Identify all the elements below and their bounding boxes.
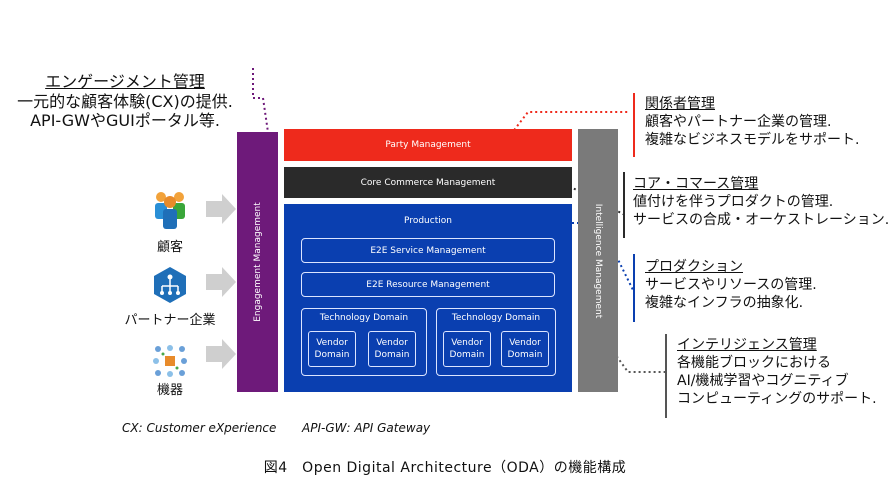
intelligence-annotation-line3: コンピューティングのサポート.: [677, 391, 877, 407]
core-annotation-line2: サービスの合成・オーケストレーション.: [633, 212, 890, 228]
engagement-management-bar: Engagement Management: [237, 132, 278, 392]
core-annotation-line1: 値付けを伴うプロダクトの管理.: [633, 194, 834, 210]
footnote-cx: CX: Customer eXperience: [122, 421, 277, 435]
core-annotation-marker: [623, 172, 625, 238]
core-annotation: コア・コマース管理 値付けを伴うプロダクトの管理. サービスの合成・オーケストレ…: [633, 175, 889, 229]
engagement-annotation-line2: API-GWやGUIポータル等.: [30, 111, 220, 130]
party-connector: [504, 111, 630, 143]
party-annotation-line1: 顧客やパートナー企業の管理.: [645, 114, 832, 130]
actor-label-customer: 顧客: [156, 240, 183, 255]
production-annotation-line2: 複雑なインフラの抽象化.: [645, 295, 804, 311]
intelligence-annotation-title: インテリジェンス管理: [677, 337, 817, 353]
arrow-partner: [206, 267, 236, 297]
arrow-devices: [206, 339, 236, 369]
technology-domain-2-title: Technology Domain: [451, 313, 541, 323]
vendor-domain-1: Vendor Domain: [308, 331, 356, 367]
party-annotation-title: 関係者管理: [645, 96, 715, 112]
core-annotation-title: コア・コマース管理: [633, 176, 759, 192]
actor-label-devices: 機器: [156, 383, 183, 398]
network-hexagon-icon: [154, 267, 186, 303]
actor-arrows: [206, 194, 236, 369]
arrow-customer: [206, 194, 236, 224]
production-annotation: プロダクション サービスやリソースの管理. 複雑なインフラの抽象化.: [645, 258, 817, 312]
party-annotation: 関係者管理 顧客やパートナー企業の管理. 複雑なビジネスモデルをサポート.: [645, 95, 859, 149]
technology-domain-1: Technology Domain Vendor Domain Vendor D…: [301, 308, 427, 376]
people-icon: [155, 192, 185, 229]
engagement-annotation-title: エンゲージメント管理: [45, 72, 205, 91]
party-management-block: Party Management: [284, 129, 572, 161]
production-annotation-marker: [633, 254, 635, 322]
production-block: Production E2E Service Management E2E Re…: [284, 204, 572, 392]
production-label: Production: [404, 216, 452, 226]
engagement-annotation: エンゲージメント管理 一元的な顧客体験(CX)の提供. API-GWやGUIポー…: [0, 68, 250, 130]
intelligence-annotation-line1: 各機能ブロックにおける: [677, 355, 831, 371]
intelligence-management-bar: Intelligence Management: [578, 129, 618, 392]
figure-caption: 図4 Open Digital Architecture（ODA）の機能構成: [263, 460, 627, 476]
intelligence-annotation-line2: AI/機械学習やコグニティブ: [677, 373, 849, 389]
party-annotation-line2: 複雑なビジネスモデルをサポート.: [645, 132, 860, 148]
production-annotation-line1: サービスやリソースの管理.: [645, 277, 817, 293]
technology-domain-2: Technology Domain Vendor Domain Vendor D…: [436, 308, 556, 376]
core-commerce-management-block: Core Commerce Management: [284, 167, 572, 198]
technology-domain-1-title: Technology Domain: [319, 313, 409, 323]
intelligence-management-label: Intelligence Management: [593, 203, 603, 318]
engagement-annotation-line1: 一元的な顧客体験(CX)の提供.: [17, 92, 233, 111]
devices-cluster-icon: [153, 345, 187, 377]
party-annotation-marker: [633, 93, 635, 157]
e2e-service-management-box: E2E Service Management: [301, 238, 555, 263]
intelligence-annotation-marker: [665, 334, 667, 418]
actor-label-partner: パートナー企業: [124, 313, 216, 328]
vendor-domain-4: Vendor Domain: [501, 331, 549, 367]
engagement-management-label: Engagement Management: [252, 202, 263, 322]
production-annotation-title: プロダクション: [645, 259, 743, 275]
e2e-resource-management-box: E2E Resource Management: [301, 272, 555, 297]
vendor-domain-2: Vendor Domain: [368, 331, 416, 367]
intelligence-annotation: インテリジェンス管理 各機能ブロックにおける AI/機械学習やコグニティブ コン…: [677, 336, 877, 408]
footnote-apigw: API-GW: API Gateway: [302, 421, 431, 435]
vendor-domain-3: Vendor Domain: [443, 331, 491, 367]
